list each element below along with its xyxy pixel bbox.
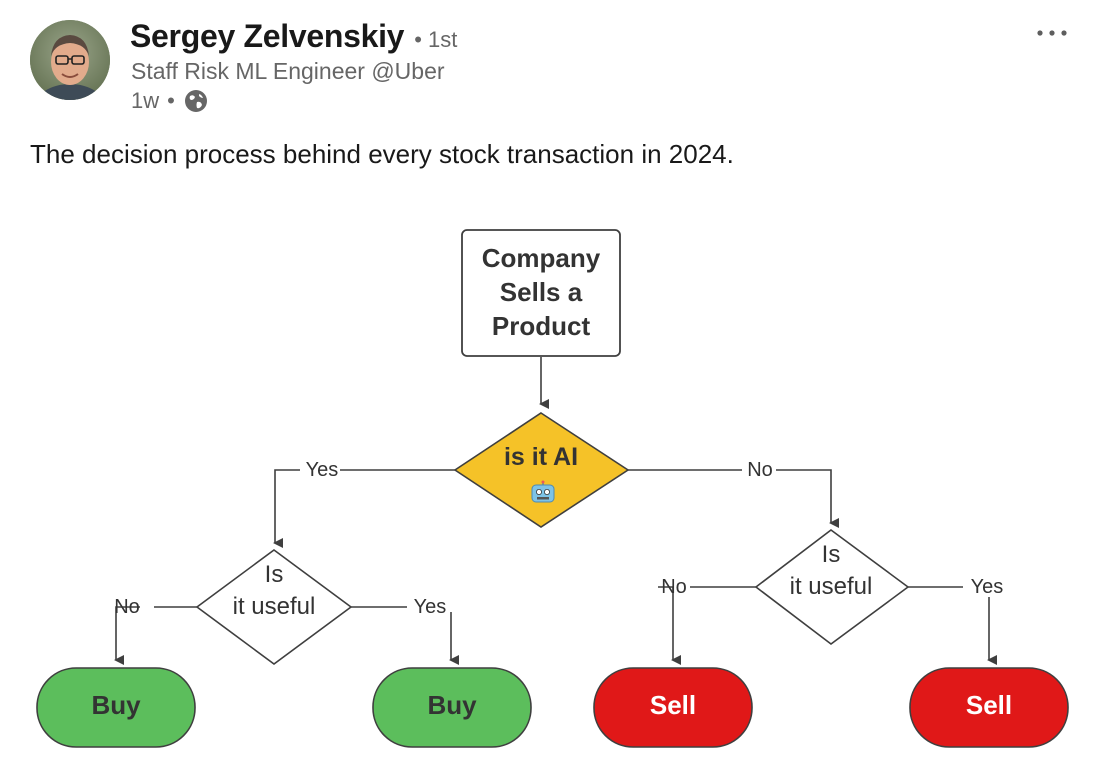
post-age: 1w	[131, 88, 160, 113]
root-decision-label: is it AI	[504, 443, 578, 471]
edge-label-left-no: No	[114, 596, 140, 618]
author-avatar[interactable]	[30, 20, 110, 100]
author-name-row: Sergey Zelvenskiy • 1st	[130, 18, 457, 55]
connection-degree: • 1st	[414, 27, 457, 53]
start-line-1: Company	[482, 243, 601, 273]
degree-separator: •	[414, 27, 422, 52]
edge-labels: Yes No No Yes No Yes	[114, 459, 1003, 618]
right-decision-line-2: it useful	[790, 573, 873, 600]
edge-label-root-no: No	[747, 459, 773, 481]
post-meta: 1w •	[131, 88, 209, 114]
author-headline: Staff Risk ML Engineer @Uber	[131, 58, 445, 84]
edge-label-right-yes: Yes	[971, 576, 1004, 598]
more-options-button[interactable]	[1030, 18, 1074, 48]
post-text: The decision process behind every stock …	[30, 139, 734, 169]
outcome-sell-left: Sell	[593, 667, 753, 748]
meta-separator: •	[167, 88, 175, 113]
root-decision: is it AI	[453, 412, 630, 528]
outcome-sell-right-label: Sell	[966, 690, 1012, 720]
ellipsis-icon	[1037, 30, 1067, 36]
avatar-photo	[30, 20, 110, 100]
degree-label: 1st	[428, 27, 458, 52]
outcome-buy-right-label: Buy	[427, 690, 477, 720]
start-line-3: Product	[492, 311, 591, 341]
left-decision: Is it useful	[195, 549, 353, 665]
edge-label-root-yes: Yes	[306, 459, 339, 481]
outcome-buy-right: Buy	[372, 667, 532, 748]
robot-icon	[531, 480, 555, 503]
right-decision-line-1: Is	[822, 541, 841, 568]
left-decision-line-2: it useful	[233, 593, 316, 620]
flowchart-connectors	[114, 357, 997, 665]
author-name[interactable]: Sergey Zelvenskiy	[130, 18, 405, 54]
globe-icon	[183, 88, 209, 114]
edge-label-right-no: No	[661, 576, 687, 598]
edge-label-left-yes: Yes	[414, 596, 447, 618]
outcome-sell-right: Sell	[909, 667, 1069, 748]
start-box: Company Sells a Product	[461, 229, 621, 357]
right-decision: Is it useful	[754, 528, 910, 646]
outcome-buy-left-label: Buy	[91, 690, 141, 720]
outcome-buy-left: Buy	[36, 667, 196, 748]
outcome-sell-left-label: Sell	[650, 690, 696, 720]
start-line-2: Sells a	[500, 277, 583, 307]
left-decision-line-1: Is	[265, 561, 284, 588]
